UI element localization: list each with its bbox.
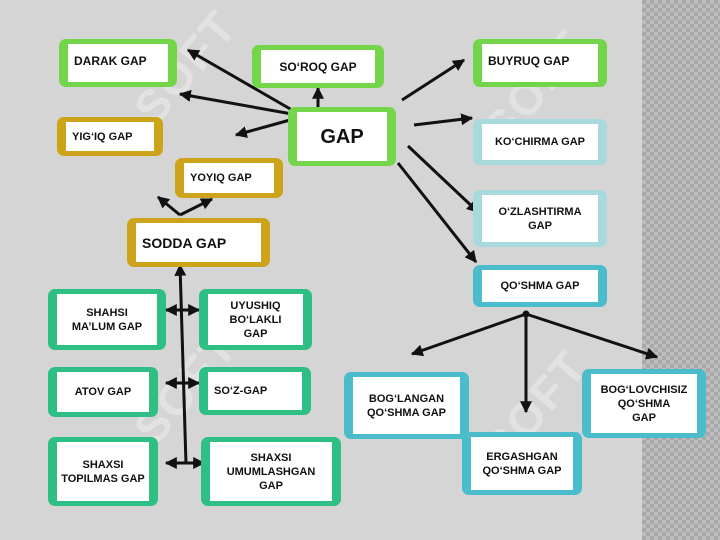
arrow-qoshma-to-boglangan: [410, 312, 527, 357]
arrow-qoshma-to-boglovchisiz: [525, 312, 659, 360]
darak-gap-node: DARAK GAP: [59, 39, 177, 87]
yoyiq-gap-node: YOYIQ GAP: [175, 158, 283, 198]
boglovchisiz-qoshma-gap-node: BOG‘LOVCHISIZ QO‘SHMA GAP: [582, 369, 706, 438]
boglovchisiz-qoshma-gap-label: BOG‘LOVCHISIZ QO‘SHMA GAP: [591, 374, 697, 433]
arrow-gap-to-ozlashtirma: [406, 144, 480, 214]
shaxsi-umumlashgan-gap-node: SHAXSI UMUMLASHGAN GAP: [201, 437, 341, 506]
kochirma-gap-node: KO‘CHIRMA GAP: [473, 119, 607, 165]
boglangan-qoshma-gap-node: BOG‘LANGAN QO‘SHMA GAP: [344, 372, 469, 439]
gap-root-node: GAP: [288, 107, 396, 166]
darak-gap-label: DARAK GAP: [68, 44, 168, 82]
arrow-gap-to-yigiq: [234, 118, 291, 138]
uyushiq-gap-label: UYUSHIQ BO‘LAKLI GAP: [208, 294, 303, 345]
shaxsi-umumlashgan-gap-label: SHAXSI UMUMLASHGAN GAP: [210, 442, 332, 501]
ozlashtirma-gap-label: O‘ZLASHTIRMA GAP: [482, 195, 598, 242]
qoshma-branch-dot: [522, 310, 530, 318]
soz-gap-node: SO‘Z-GAP: [199, 367, 311, 415]
shaxsi-topilmas-gap-label: SHAXSI TOPILMAS GAP: [57, 442, 149, 501]
kochirma-gap-label: KO‘CHIRMA GAP: [482, 124, 598, 160]
shahsi-malum-gap-label: SHAHSI MA’LUM GAP: [57, 294, 157, 345]
arrow-gap-to-buyruq: [401, 58, 466, 102]
sodda-gap-node: SODDA GAP: [127, 218, 270, 267]
ergashgan-qoshma-gap-label: ERGASHGAN QO‘SHMA GAP: [471, 437, 573, 490]
qoshma-gap-node: QO‘SHMA GAP: [473, 265, 607, 307]
ergashgan-qoshma-gap-node: ERGASHGAN QO‘SHMA GAP: [462, 432, 582, 495]
atov-gap-node: ATOV GAP: [48, 367, 158, 417]
ozlashtirma-gap-node: O‘ZLASHTIRMA GAP: [473, 190, 607, 247]
shahsi-malum-gap-node: SHAHSI MA’LUM GAP: [48, 289, 166, 350]
arrow-sodda-to-yoyiq: [157, 195, 181, 217]
soroq-gap-label: SO‘ROQ GAP: [261, 50, 375, 83]
atov-gap-label: ATOV GAP: [57, 372, 149, 412]
yigiq-gap-label: YIG‘IQ GAP: [66, 122, 154, 151]
arrow-gap-to-darak-2: [178, 89, 293, 116]
side-pattern-stripe: [642, 0, 720, 540]
arrow-gap-to-kochirma: [413, 113, 474, 127]
qoshma-gap-label: QO‘SHMA GAP: [482, 270, 598, 302]
yoyiq-gap-label: YOYIQ GAP: [184, 163, 274, 193]
yigiq-gap-node: YIG‘IQ GAP: [57, 117, 163, 156]
arrow-sodda-to-yoyiq-2: [179, 197, 214, 217]
shaxsi-topilmas-gap-node: SHAXSI TOPILMAS GAP: [48, 437, 158, 506]
buyruq-gap-node: BUYRUQ GAP: [473, 39, 607, 87]
boglangan-qoshma-gap-label: BOG‘LANGAN QO‘SHMA GAP: [353, 377, 460, 434]
soz-gap-label: SO‘Z-GAP: [208, 372, 302, 410]
arrow-gap-to-qoshma: [396, 162, 478, 263]
sodda-trunk: [174, 263, 188, 465]
soroq-gap-node: SO‘ROQ GAP: [252, 45, 384, 88]
gap-root-label: GAP: [297, 112, 387, 161]
arrow-gap-to-darak: [186, 48, 293, 112]
buyruq-gap-label: BUYRUQ GAP: [482, 44, 598, 82]
uyushiq-gap-node: UYUSHIQ BO‘LAKLI GAP: [199, 289, 312, 350]
sodda-gap-label: SODDA GAP: [136, 223, 261, 262]
